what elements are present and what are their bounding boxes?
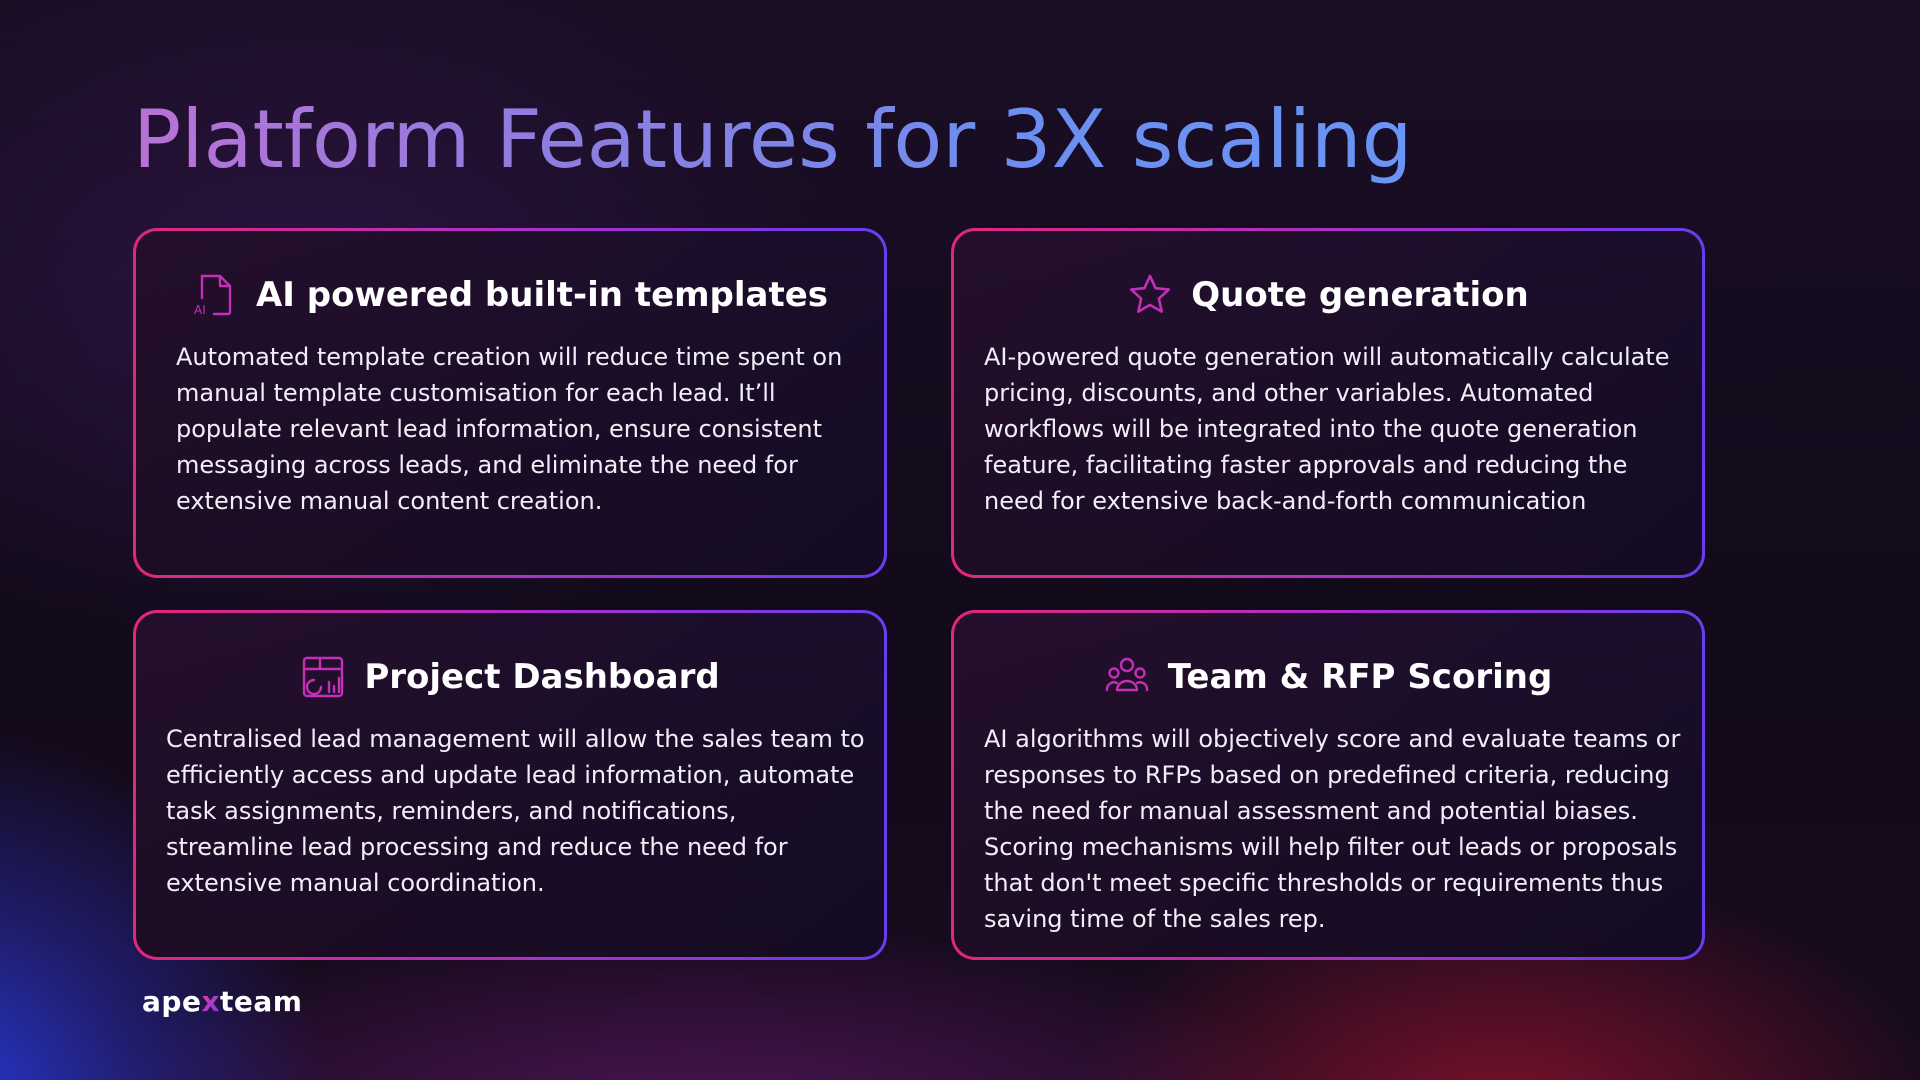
ai-document-icon: AI: [192, 272, 238, 318]
card-title: Quote generation: [1191, 275, 1529, 315]
svg-text:AI: AI: [194, 303, 206, 317]
page-title: Platform Features for 3X scaling: [133, 90, 1412, 190]
logo-text-x: x: [201, 985, 220, 1018]
card-header: AI AI powered built-in templates: [136, 267, 884, 323]
feature-card-team-rfp-scoring: Team & RFP Scoring AI algorithms will ob…: [951, 610, 1705, 960]
logo-text-ape: ape: [142, 985, 202, 1018]
feature-card-quote-generation: Quote generation AI-powered quote genera…: [951, 228, 1705, 578]
dashboard-icon: [300, 654, 346, 700]
card-title: AI powered built-in templates: [255, 275, 829, 315]
card-title: Project Dashboard: [364, 657, 720, 697]
star-icon: [1127, 272, 1173, 318]
feature-card-project-dashboard: Project Dashboard Centralised lead manag…: [133, 610, 887, 960]
card-title: Team & RFP Scoring: [1167, 657, 1553, 697]
card-header: Quote generation: [954, 267, 1702, 323]
feature-card-ai-templates: AI AI powered built-in templates Automat…: [133, 228, 887, 578]
card-description: AI-powered quote generation will automat…: [984, 343, 1670, 515]
card-description: Centralised lead management will allow t…: [166, 725, 865, 897]
logo-text-team: team: [220, 985, 303, 1018]
card-description: AI algorithms will objectively score and…: [984, 725, 1681, 933]
team-icon: [1104, 654, 1150, 700]
card-header: Team & RFP Scoring: [954, 649, 1702, 705]
apexteam-logo: apexteam: [142, 982, 302, 1022]
card-description: Automated template creation will reduce …: [176, 343, 843, 515]
card-header: Project Dashboard: [136, 649, 884, 705]
